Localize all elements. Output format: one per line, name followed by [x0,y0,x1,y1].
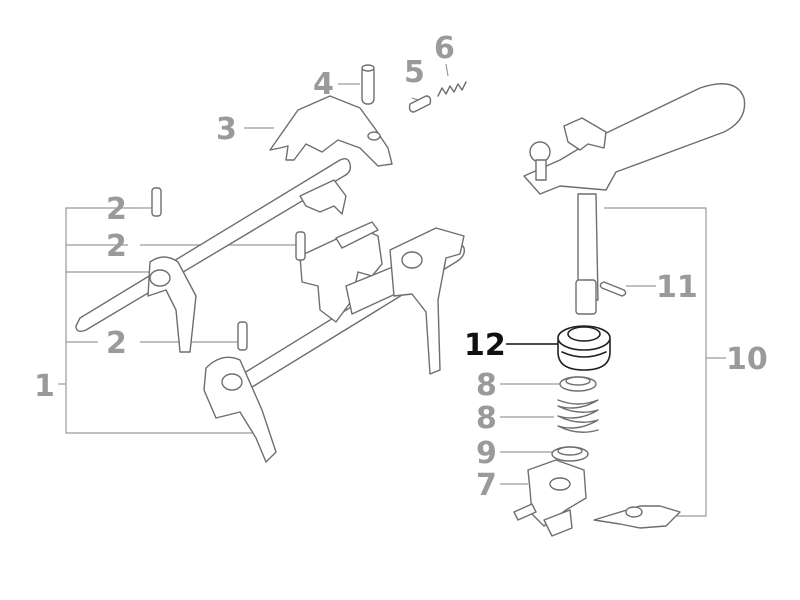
callout-11: 11 [656,270,698,305]
callout-9: 8 [476,401,497,436]
bracket-part-3 [269,95,393,167]
bushing-part-12 [557,325,611,371]
leader-lines [58,63,726,517]
gear-lever-assembly [523,83,746,315]
callout-8-upper: 8 [476,368,497,403]
callout-4: 4 [313,67,334,102]
callout-10: 10 [726,342,768,377]
selector-block-7 [513,459,681,537]
callout-12: 12 [464,328,506,363]
callout-8-lower: 9 [476,436,497,471]
callout-3: 3 [216,112,237,147]
callout-2-middle: 2 [106,229,127,264]
shift-fork-assembly [75,157,466,463]
dowel-pins [151,187,306,351]
callout-5: 5 [404,55,425,90]
callout-2-top: 2 [106,192,127,227]
callout-1: 1 [34,369,55,404]
callout-2-bottom: 2 [106,326,127,361]
callout-labels: 1 2 2 2 3 4 5 6 7 8 9 8 10 11 12 [34,31,768,503]
rings-and-spring [551,376,599,462]
pin-part-11 [599,281,627,297]
callout-6: 6 [434,31,455,66]
callout-7: 7 [476,468,497,503]
small-parts-4-5-6 [361,64,467,113]
